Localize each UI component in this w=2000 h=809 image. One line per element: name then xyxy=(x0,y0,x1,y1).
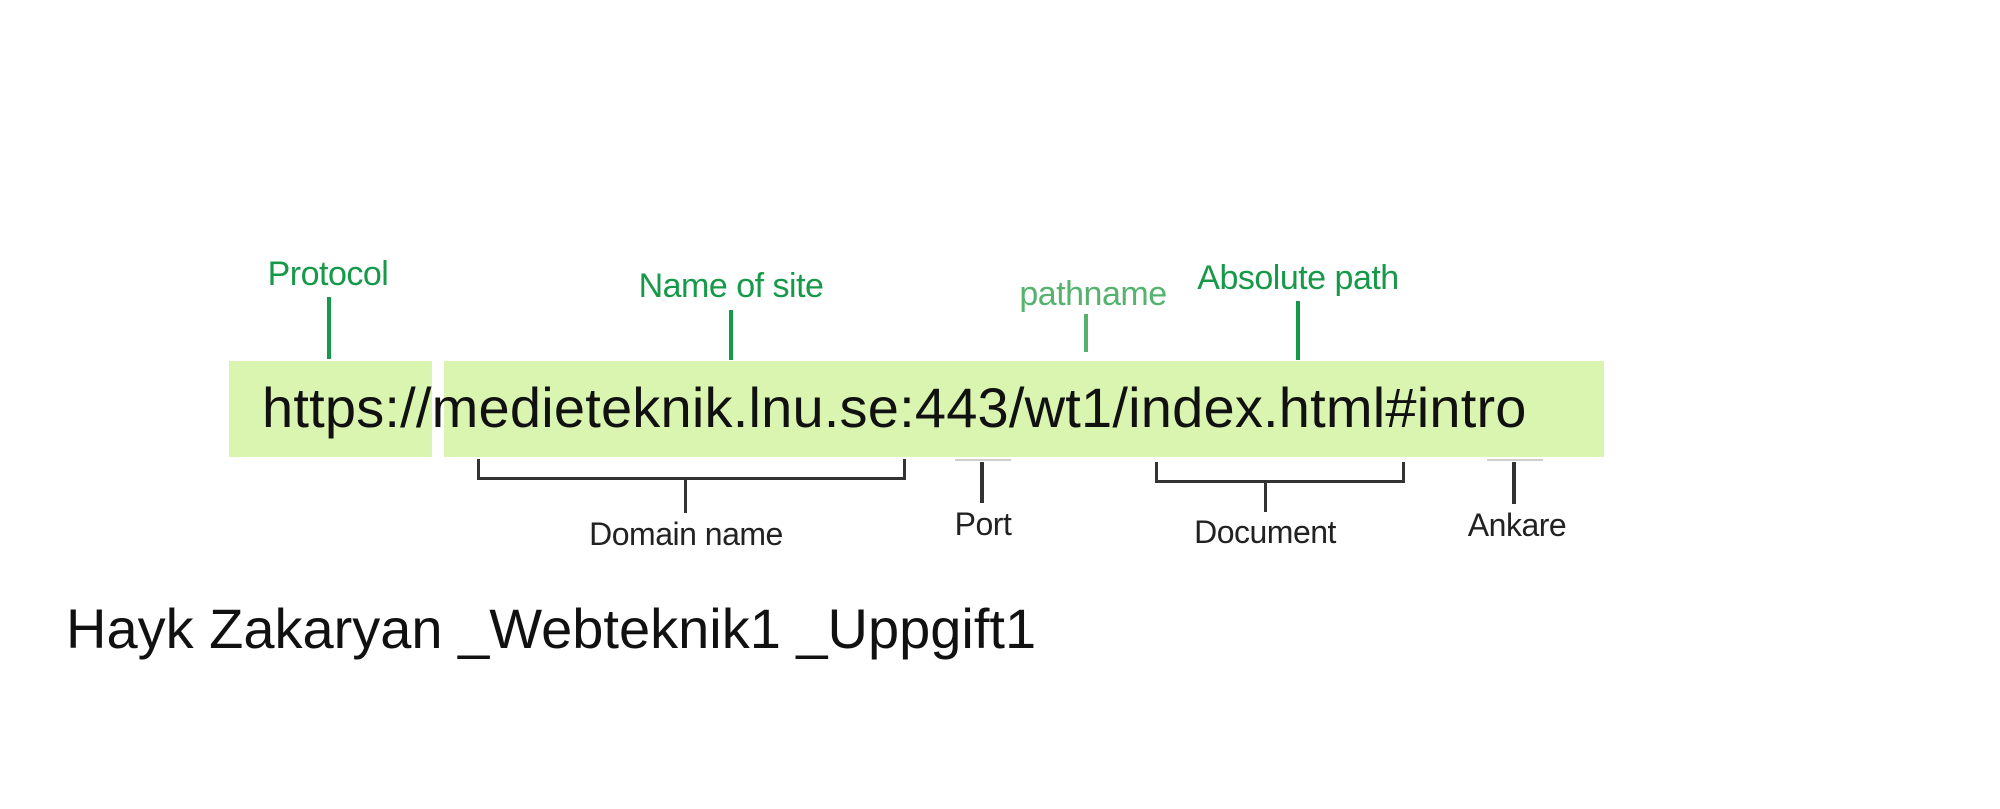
label-port: Port xyxy=(954,506,1012,542)
label-name-of-site: Name of site xyxy=(638,267,824,305)
label-protocol: Protocol xyxy=(267,255,389,293)
tick-port xyxy=(980,462,984,503)
label-domain-name: Domain name xyxy=(589,516,783,552)
anchor-faint-bar xyxy=(1487,459,1543,461)
tick-name-of-site xyxy=(729,310,733,360)
port-faint-bar xyxy=(955,459,1011,461)
label-pathname: pathname xyxy=(1019,275,1167,313)
url-highlight-protocol xyxy=(229,361,432,457)
tick-anchor xyxy=(1512,462,1516,504)
author-footer: Hayk Zakaryan _Webteknik1 _Uppgift1 xyxy=(66,597,1037,660)
url-highlight-rest xyxy=(444,361,1604,457)
bracket-document-stem xyxy=(1264,483,1267,512)
bracket-domain-stem xyxy=(684,480,687,513)
tick-pathname xyxy=(1084,314,1088,352)
bracket-document-right xyxy=(1402,462,1405,482)
label-absolute-path: Absolute path xyxy=(1197,259,1399,297)
url-text: https://medieteknik.lnu.se:443/wt1/index… xyxy=(262,376,1527,439)
tick-absolute-path xyxy=(1296,301,1300,360)
bracket-domain-left xyxy=(477,459,480,479)
bracket-domain-right xyxy=(903,459,906,479)
tick-protocol xyxy=(327,297,331,359)
label-anchor: Ankare xyxy=(1467,507,1567,543)
bracket-domain-bar xyxy=(477,477,906,480)
bracket-document-bar xyxy=(1155,480,1405,483)
label-document: Document xyxy=(1194,514,1336,550)
bracket-document-left xyxy=(1155,462,1158,482)
